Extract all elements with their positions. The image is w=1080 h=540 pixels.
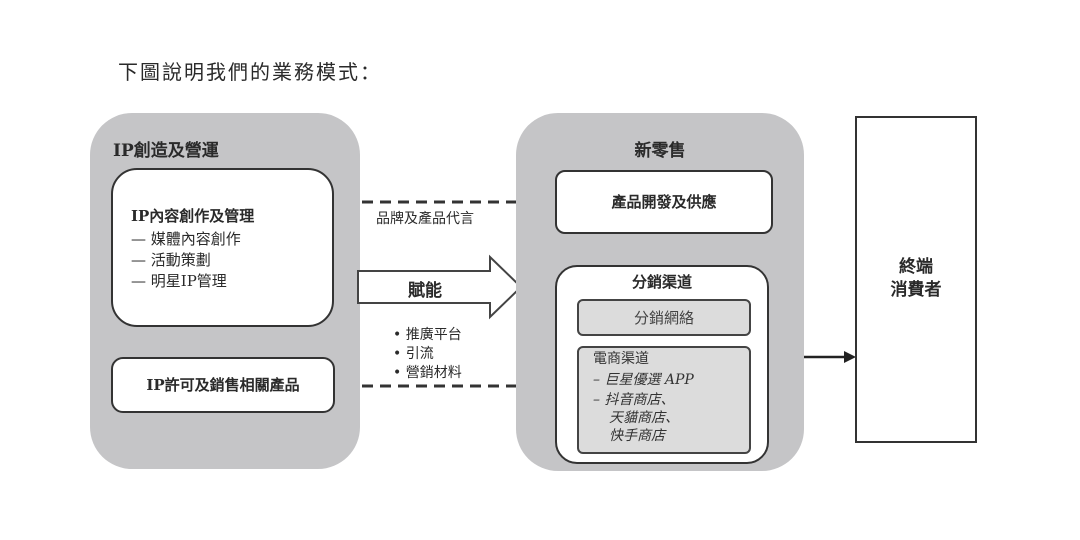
bullet-item: • 營銷材料 [393,365,462,381]
distribution-network-label: 分銷網絡 [633,309,694,327]
bullet-item: • 引流 [393,346,434,362]
distribution-network-box [577,299,751,336]
ecommerce-line: – 巨星優選 APP [593,372,694,388]
ip-creation-title: IP創造及營運 [113,141,219,161]
ecommerce-line: 天貓商店、 [609,410,679,426]
ip-content-box [111,168,334,327]
consumer-line: 終端 [899,257,933,277]
new-retail-title: 新零售 [634,141,686,161]
consumer-label: 終端 消費者 [855,256,977,302]
ip-content-item: — 活動策劃 [131,251,211,269]
distribution-title: 分銷渠道 [631,273,692,291]
ip-content-title: IP內容創作及管理 [131,207,255,225]
bullet-item: • 推廣平台 [393,327,462,343]
empower-arrow [357,254,523,320]
ip-content-item: — 媒體內容創作 [131,230,241,248]
ecommerce-box [577,346,751,454]
product-dev-label: 產品開發及供應 [611,193,717,211]
ecommerce-title: 電商渠道 [593,351,649,367]
ecommerce-content: 電商渠道 – 巨星優選 APP – 抖音商店、 天貓商店、 快手商店 [593,350,694,445]
ip-license-box [111,357,335,413]
endorsement-label: 品牌及產品代言 [376,211,474,227]
ip-content-item: — 明星IP管理 [131,272,227,290]
empower-bullets: • 推廣平台 • 引流 • 營銷材料 [393,326,462,383]
consumer-line: 消費者 [890,280,942,300]
empower-label: 賦能 [408,281,442,301]
ip-license-label: IP許可及銷售相關產品 [146,376,300,394]
ecommerce-line: – 抖音商店、 [593,392,675,408]
ecommerce-line: 快手商店 [609,428,665,444]
intro-text: 下圖說明我們的業務模式： [118,60,382,84]
product-dev-box [555,170,773,234]
consumer-box [855,116,977,443]
